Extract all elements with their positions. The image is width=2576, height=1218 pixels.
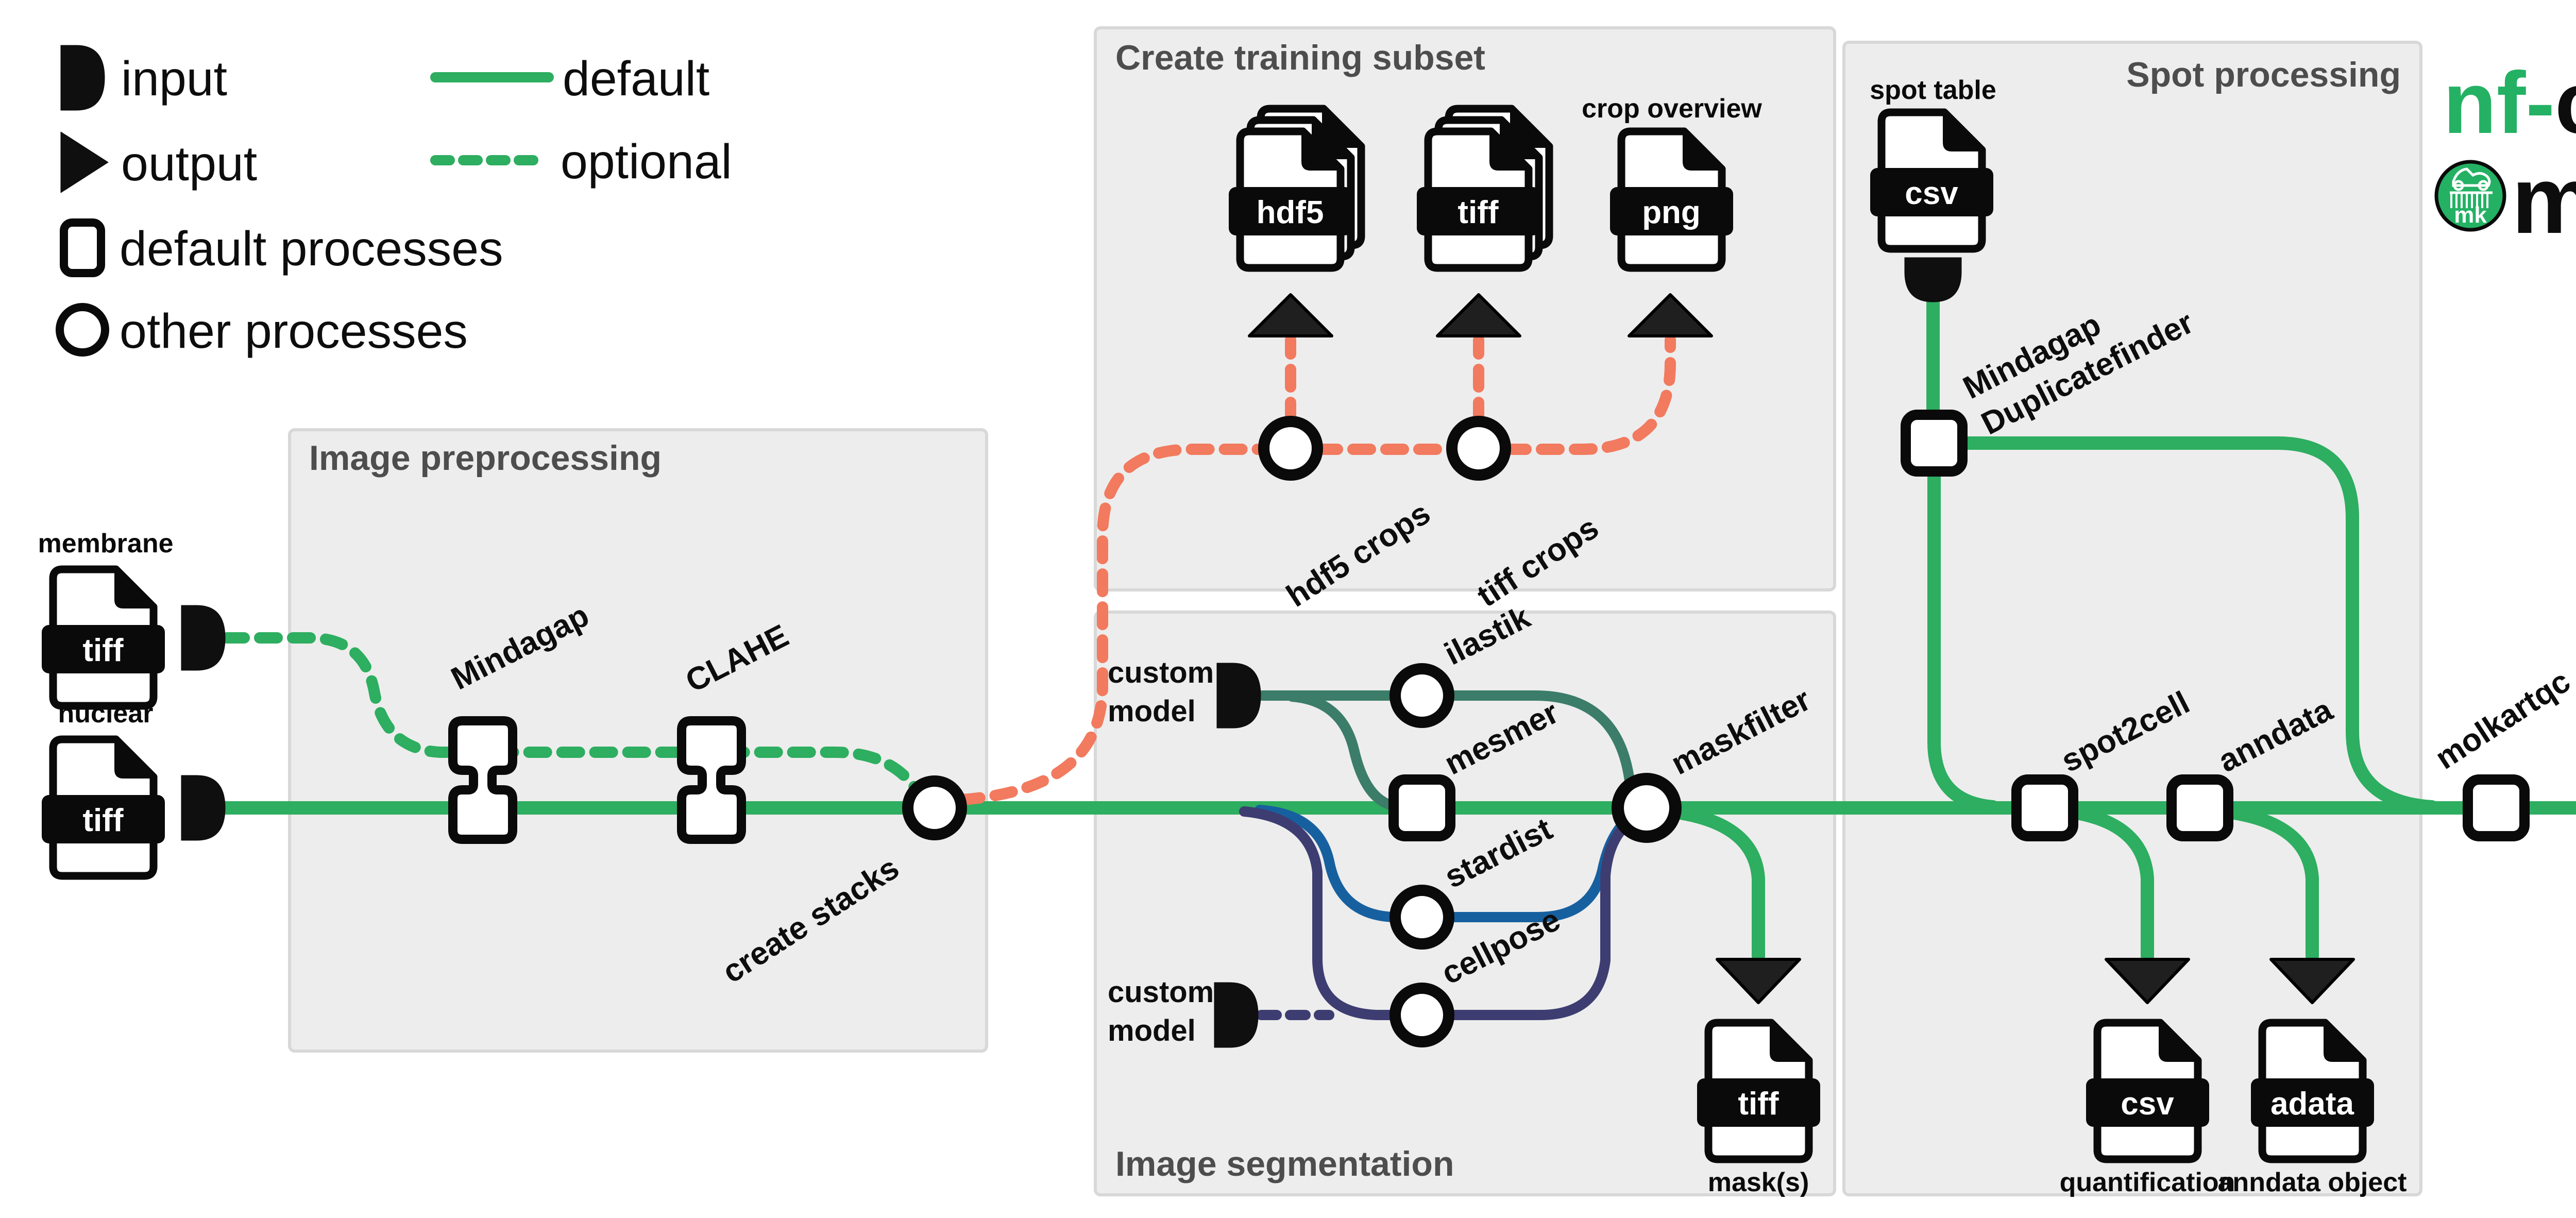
- logo-wordmark-name: molkart: [2512, 147, 2576, 253]
- anndata-object-output-icon: [2269, 958, 2355, 1004]
- spot-table-caption: spot table: [1870, 75, 1996, 105]
- hdf5-crops-node: [1258, 416, 1323, 481]
- input-icon: [60, 45, 105, 111]
- crop-overview-file-ext: png: [1642, 195, 1701, 230]
- custom-model-top-input-icon: [1216, 663, 1261, 729]
- preprocessing-box-title: Image preprocessing: [309, 438, 662, 478]
- masks-file-ext: tiff: [1738, 1086, 1779, 1122]
- molkart-badge-icon: mk: [2434, 160, 2506, 232]
- quantification-file-ext: csv: [2121, 1086, 2174, 1122]
- nuclear-input-icon: [181, 775, 226, 841]
- nf-core-molkart-logo: nf-core/ mk molkart: [2434, 54, 2576, 253]
- crop-overview-caption: crop overview: [1582, 94, 1762, 124]
- legend: input output default processes other pro…: [56, 45, 732, 359]
- duplicatefinder-to-spot2cell-line: [1927, 465, 1999, 814]
- custom-model-bottom-input-icon: [1214, 982, 1259, 1048]
- molkartqc-node: [2463, 774, 2530, 841]
- spot-table-file-ext: csv: [1905, 176, 1958, 211]
- maskfilter-node: [1612, 773, 1682, 843]
- create-stacks-node: [902, 775, 967, 840]
- crop-overview-output-icon: [1628, 293, 1713, 337]
- duplicatefinder-to-molkartqc-line: [1956, 436, 2438, 814]
- spot-box-title: Spot processing: [2126, 55, 2401, 94]
- cellpose-node: [1389, 983, 1454, 1047]
- hdf5-crops-file-ext: hdf5: [1257, 195, 1324, 230]
- legend-default-label: default: [563, 52, 709, 106]
- custom-model-bottom-label: custom model: [1108, 975, 1214, 1047]
- segmentation-box-title: Image segmentation: [1115, 1144, 1454, 1183]
- image-preprocessing-box: [288, 428, 988, 1053]
- default-process-icon: [60, 218, 105, 277]
- anndata-node: [2166, 774, 2233, 841]
- training-flow-line-3: [1503, 334, 1676, 455]
- membrane-caption: membrane: [38, 529, 174, 559]
- other-process-icon: [56, 303, 109, 357]
- output-icon: [60, 131, 109, 193]
- logo-badge-text: mk: [2454, 202, 2487, 228]
- image-segmentation-box: [1094, 611, 1836, 1196]
- stardist-node: [1389, 885, 1454, 950]
- hdf5-crops-file-icon: hdf5: [1229, 109, 1361, 268]
- cellpose-lane-line: [1239, 805, 1660, 1020]
- membrane-optional-line: [221, 632, 922, 795]
- spot2cell-node: [2011, 774, 2078, 841]
- tiff-crops-output-icon: [1436, 293, 1521, 337]
- custom-model-bottom-line1: custom: [1108, 975, 1214, 1009]
- legend-other-processes-label: other processes: [120, 304, 468, 359]
- nuclear-caption: nuclear: [58, 699, 154, 729]
- quantification-file-icon: csv: [2086, 1023, 2209, 1159]
- masks-file-icon: tiff: [1697, 1023, 1820, 1159]
- hdf5-crops-output-icon: [1248, 293, 1333, 337]
- legend-output-label: output: [121, 137, 257, 191]
- masks-output-icon: [1716, 958, 1801, 1004]
- mesmer-node: [1388, 774, 1455, 841]
- crop-overview-file-icon: png: [1610, 131, 1733, 268]
- mindagap-process-node: [448, 716, 517, 844]
- tiff-crops-node: [1446, 416, 1511, 481]
- custom-model-top-line1: custom: [1108, 656, 1214, 689]
- training-flow-line-1: [957, 444, 1266, 805]
- anndata-object-file-ext: adata: [2270, 1086, 2354, 1122]
- spot-table-file-icon: csv: [1870, 112, 1993, 249]
- custom-model-top-label: custom model: [1108, 656, 1214, 728]
- logo-nf-text: nf-: [2443, 54, 2555, 152]
- ilastik-connector-line: [1287, 691, 1399, 811]
- logo-wordmark-top: nf-core/: [2443, 54, 2576, 152]
- clahe-process-node: [677, 716, 746, 844]
- duplicatefinder-node: [1901, 410, 1968, 477]
- quantification-caption: quantification: [2060, 1168, 2235, 1197]
- anndata-object-file-icon: adata: [2251, 1023, 2374, 1159]
- nuclear-file-ext: tiff: [82, 803, 124, 838]
- legend-input-label: input: [121, 52, 227, 106]
- membrane-input-icon: [181, 605, 226, 671]
- membrane-file-icon: tiff: [42, 569, 165, 706]
- molkartqc-label: molkartqc: [2429, 663, 2576, 776]
- spot-processing-box: [1842, 41, 2422, 1196]
- membrane-file-ext: tiff: [82, 633, 124, 668]
- legend-default-processes-label: default processes: [120, 222, 503, 276]
- tiff-crops-file-ext: tiff: [1458, 195, 1499, 230]
- ilastik-node: [1389, 663, 1454, 728]
- legend-optional-label: optional: [561, 134, 732, 189]
- anndata-object-caption: anndata object: [2218, 1168, 2407, 1197]
- anndata-output-line: [2201, 803, 2319, 963]
- tiff-crops-file-icon: tiff: [1417, 109, 1549, 268]
- quantification-output-icon: [2105, 958, 2190, 1004]
- custom-model-top-line2: model: [1108, 695, 1196, 728]
- spot-table-input-icon: [1904, 257, 1962, 302]
- nuclear-file-icon: tiff: [42, 739, 165, 876]
- custom-model-bottom-line2: model: [1108, 1014, 1196, 1047]
- logo-core-text: core/: [2555, 54, 2576, 152]
- masks-caption: mask(s): [1708, 1168, 1809, 1197]
- training-box-title: Create training subset: [1115, 38, 1485, 77]
